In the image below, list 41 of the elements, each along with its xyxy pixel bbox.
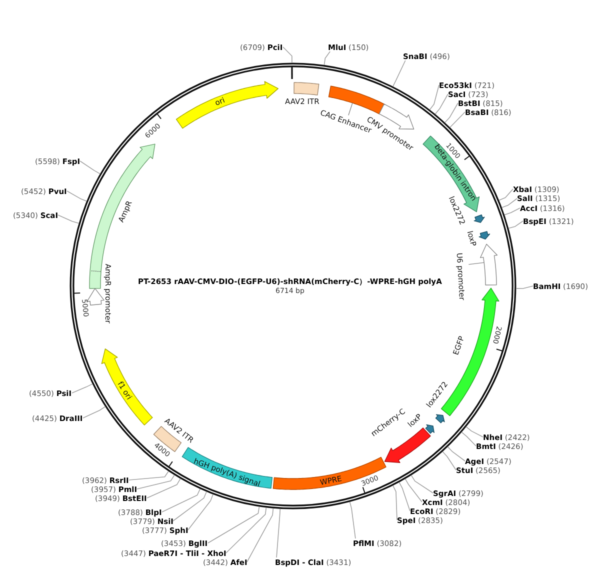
leader-line xyxy=(461,432,476,446)
feature-bar xyxy=(272,456,388,491)
leader-line xyxy=(434,94,448,114)
leader-line xyxy=(466,426,484,438)
leader-line xyxy=(172,491,207,522)
leader-line xyxy=(128,470,169,480)
leader-line xyxy=(72,384,93,394)
leader-line xyxy=(226,507,267,554)
leader-line xyxy=(282,46,292,64)
leader-line xyxy=(188,494,214,530)
leader-line xyxy=(58,214,80,224)
leader-line xyxy=(444,102,458,123)
pointed-feature-bar xyxy=(175,80,280,130)
leader-line xyxy=(450,112,466,128)
leader-line xyxy=(442,451,456,470)
leader-line xyxy=(162,488,200,512)
leader-line xyxy=(246,508,274,562)
leader-line xyxy=(447,446,466,462)
leader-line xyxy=(508,220,524,229)
leader-line xyxy=(276,508,281,558)
pointed-feature-bar xyxy=(100,347,154,427)
leader-line xyxy=(392,485,398,520)
leader-line xyxy=(404,478,422,502)
leader-line xyxy=(136,474,175,490)
leader-line xyxy=(208,506,260,544)
feature-bar xyxy=(181,446,274,490)
leader-line xyxy=(82,406,106,418)
leader-line xyxy=(498,188,514,201)
leader-line xyxy=(146,478,181,498)
leader-line xyxy=(504,208,520,216)
leader-line xyxy=(516,286,534,289)
leader-line xyxy=(392,60,406,87)
feature-box xyxy=(284,81,320,107)
leader-line xyxy=(66,190,87,202)
leader-line xyxy=(502,198,518,208)
leader-line xyxy=(398,482,410,512)
leader-line xyxy=(410,474,434,494)
leader-line xyxy=(429,84,440,110)
leader-line xyxy=(80,160,100,174)
leader-line xyxy=(349,501,356,539)
leader-line xyxy=(324,51,330,66)
